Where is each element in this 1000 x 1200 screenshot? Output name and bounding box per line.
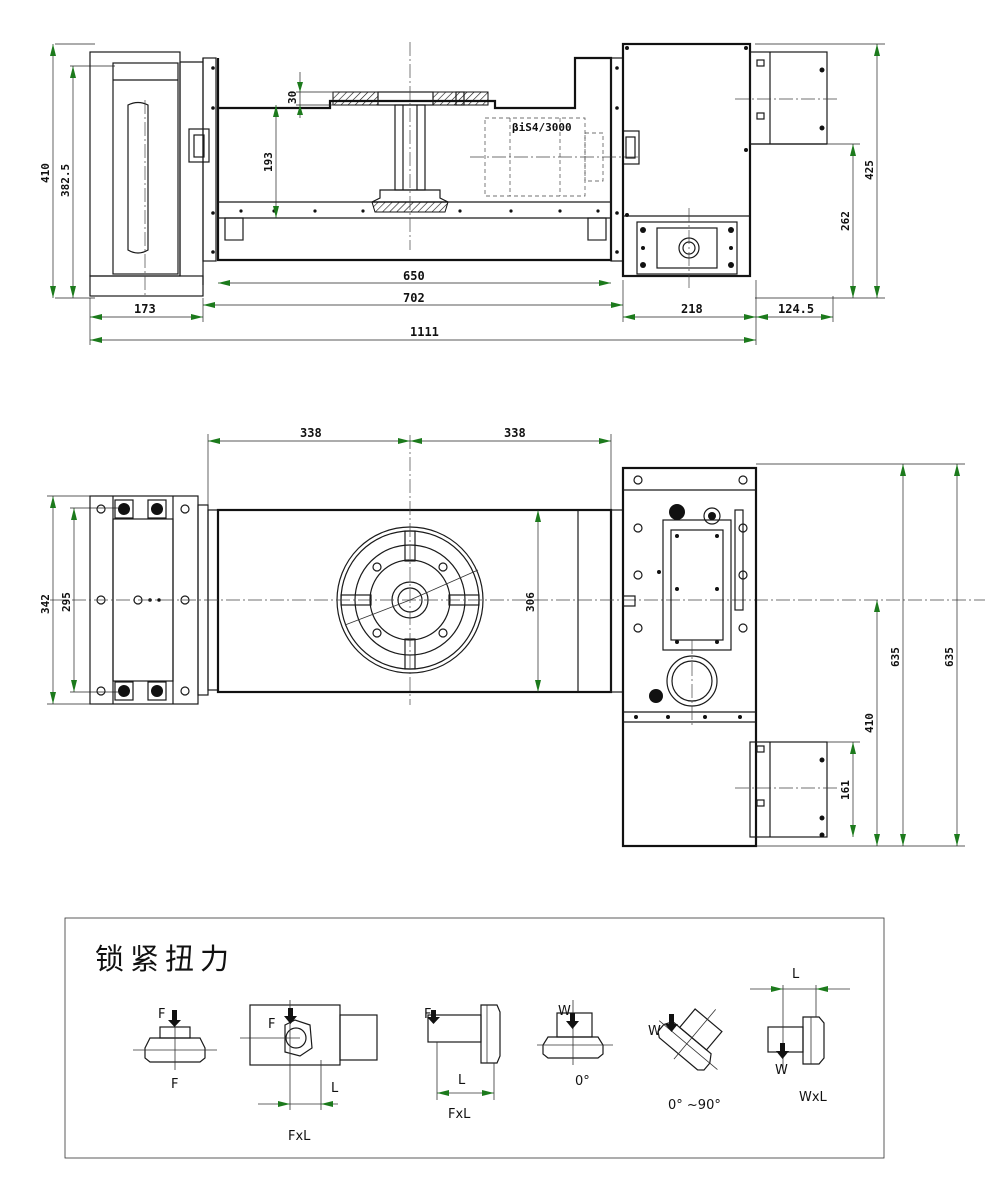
legend-4-force: W bbox=[558, 1004, 571, 1019]
legend-6-force: W bbox=[775, 1063, 788, 1078]
dim-30: 30 bbox=[286, 91, 299, 104]
legend-title: 锁紧扭力 bbox=[95, 942, 236, 976]
tailstock-bolts bbox=[96, 499, 190, 701]
legend-item-5 bbox=[657, 1008, 723, 1071]
dim-295: 295 bbox=[60, 592, 73, 612]
torque-legend: F F F L FxL bbox=[64, 917, 885, 1159]
dim-173: 173 bbox=[134, 302, 156, 316]
legend-item-6: L W WxL bbox=[750, 967, 850, 1105]
legend-3-length: L bbox=[458, 1073, 466, 1088]
legend-item-3: F L FxL bbox=[424, 1004, 501, 1122]
dim-1111: 1111 bbox=[410, 325, 439, 339]
legend-6-length: L bbox=[792, 967, 800, 982]
legend-item-1: F F bbox=[133, 1007, 217, 1092]
dim-635-inner: 635 bbox=[889, 647, 902, 667]
motor-label: βiS4/3000 bbox=[512, 121, 572, 134]
dim-425: 425 bbox=[863, 160, 876, 180]
legend-6-caption: WxL bbox=[799, 1090, 828, 1105]
dim-702: 702 bbox=[403, 291, 425, 305]
legend-2-caption: FxL bbox=[288, 1129, 311, 1144]
dim-124-5: 124.5 bbox=[778, 302, 814, 316]
dim-650: 650 bbox=[403, 269, 425, 283]
legend-item-4: W 0° bbox=[537, 1000, 613, 1089]
legend-4-caption: 0° bbox=[575, 1074, 590, 1089]
legend-item-2: F L FxL bbox=[240, 1000, 378, 1144]
dim-262: 262 bbox=[839, 211, 852, 231]
legend-5-caption: 0° ~90° bbox=[668, 1098, 721, 1113]
legend-3-caption: FxL bbox=[448, 1107, 471, 1122]
dim-338-left: 338 bbox=[300, 426, 322, 440]
dim-410-top: 410 bbox=[863, 713, 876, 733]
legend-1-caption: F bbox=[171, 1077, 178, 1092]
dim-306: 306 bbox=[524, 592, 537, 612]
side-view: βiS4/3000 bbox=[39, 42, 885, 345]
dim-635-outer: 635 bbox=[943, 647, 956, 667]
dim-338-right: 338 bbox=[504, 426, 526, 440]
rail-bolts bbox=[239, 209, 600, 213]
dim-342: 342 bbox=[39, 594, 52, 614]
legend-2-length: L bbox=[331, 1081, 339, 1096]
legend-3-force: F bbox=[424, 1007, 431, 1022]
legend-5-force: W bbox=[648, 1024, 661, 1039]
legend-1-force: F bbox=[158, 1007, 165, 1022]
dim-218: 218 bbox=[681, 302, 703, 316]
legend-item-5-arrow: W 0° ~90° bbox=[648, 1014, 721, 1113]
legend-2-force: F bbox=[268, 1017, 275, 1032]
top-view: 338 338 342 295 306 635 635 bbox=[39, 426, 985, 848]
dim-410-left: 410 bbox=[39, 163, 52, 183]
dim-161: 161 bbox=[839, 780, 852, 800]
dim-382-5: 382.5 bbox=[59, 164, 72, 197]
dim-193: 193 bbox=[262, 152, 275, 172]
